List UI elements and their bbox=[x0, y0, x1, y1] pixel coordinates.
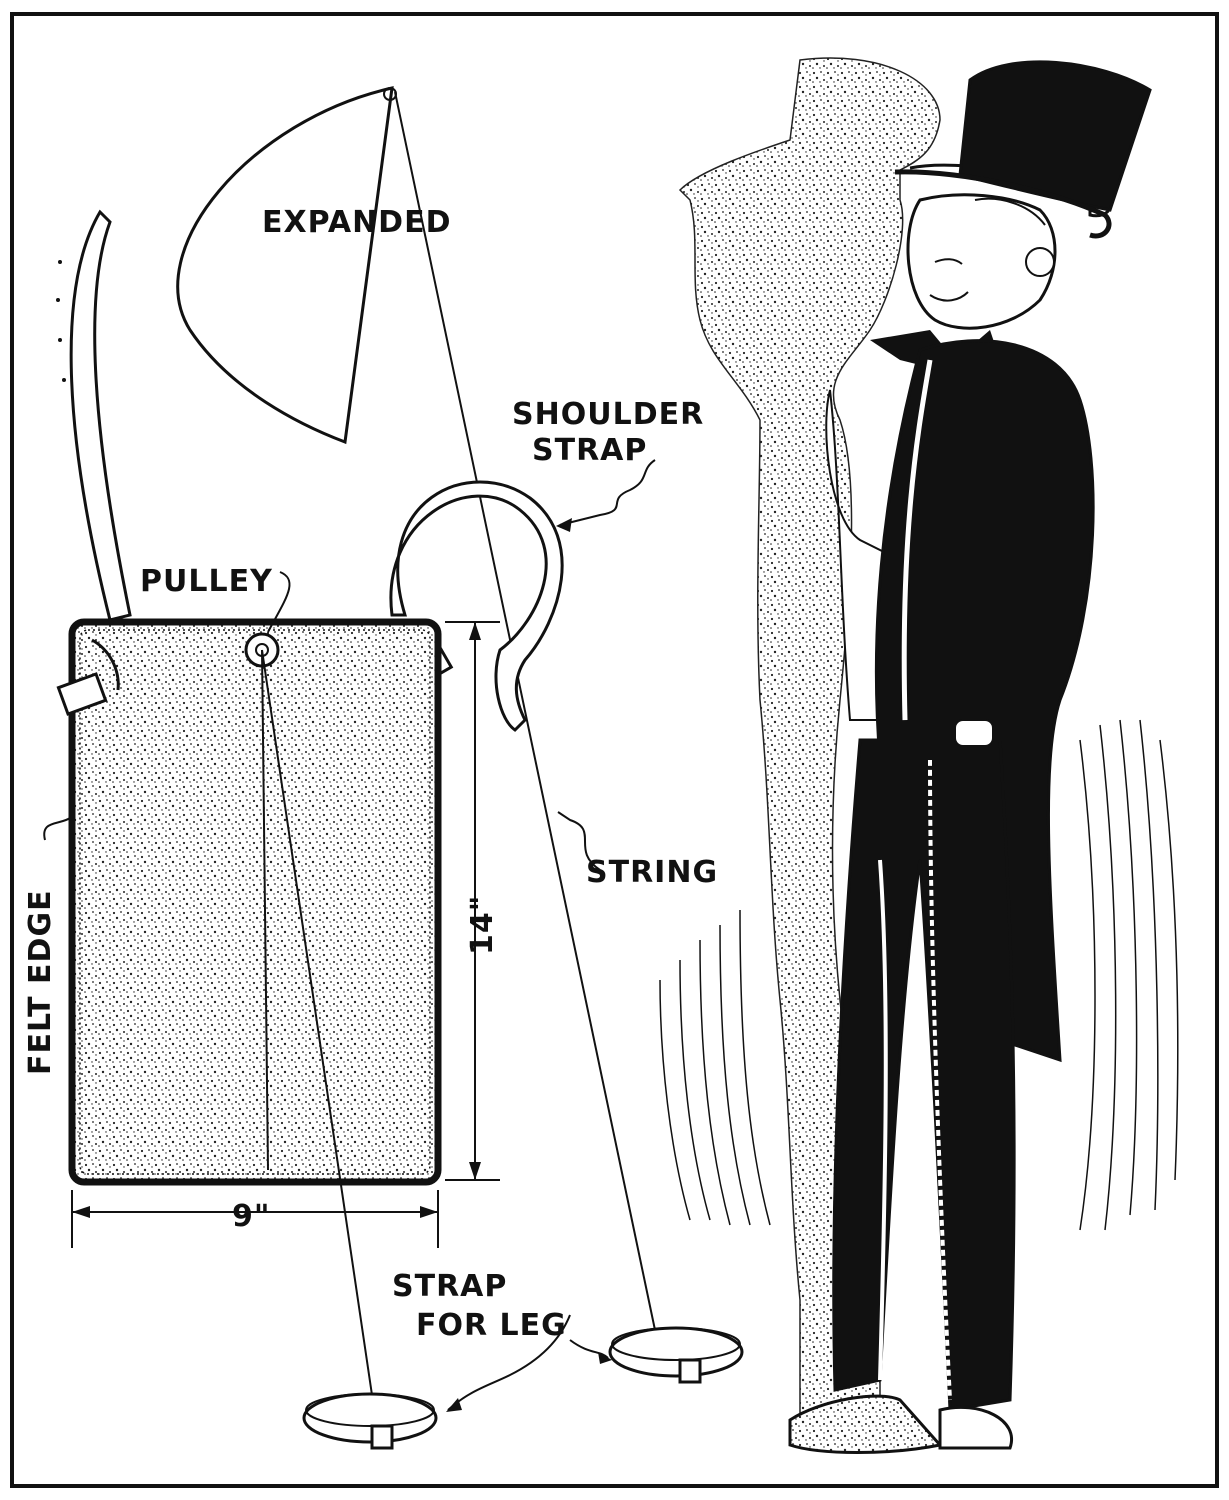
felt-panel bbox=[56, 618, 442, 1186]
felt-edge-leader bbox=[43, 817, 71, 841]
string-leader bbox=[557, 811, 601, 871]
shoulder-strap-leader bbox=[559, 459, 656, 526]
label-expanded: EXPANDED bbox=[262, 205, 451, 240]
width-dimension bbox=[71, 1190, 439, 1248]
label-strap-for-leg-2: FOR LEG bbox=[416, 1308, 567, 1343]
label-strap-for-leg-1: STRAP bbox=[392, 1269, 507, 1304]
string-line-inner bbox=[261, 649, 269, 1171]
motion-lines bbox=[659, 719, 1179, 1231]
string-line-center bbox=[261, 649, 373, 1396]
label-shoulder-strap-2: STRAP bbox=[532, 433, 647, 468]
label-pulley: PULLEY bbox=[140, 564, 273, 599]
expanded-fan bbox=[176, 86, 397, 445]
boy-figure bbox=[788, 60, 1152, 1454]
leg-strap-right bbox=[608, 1326, 744, 1384]
height-dimension bbox=[445, 621, 500, 1181]
leg-strap-leader bbox=[447, 1314, 571, 1411]
label-felt-edge: FELT EDGE bbox=[23, 889, 58, 1075]
label-height-dimension: 14" bbox=[465, 895, 500, 955]
leg-strap-left bbox=[302, 1392, 438, 1450]
label-width-dimension: 9" bbox=[232, 1199, 271, 1234]
outer-frame bbox=[10, 12, 1219, 1488]
string-line-right bbox=[394, 91, 656, 1331]
label-string: STRING bbox=[586, 855, 718, 890]
label-shoulder-strap-1: SHOULDER bbox=[512, 397, 704, 432]
left-belt-strap bbox=[56, 209, 132, 622]
